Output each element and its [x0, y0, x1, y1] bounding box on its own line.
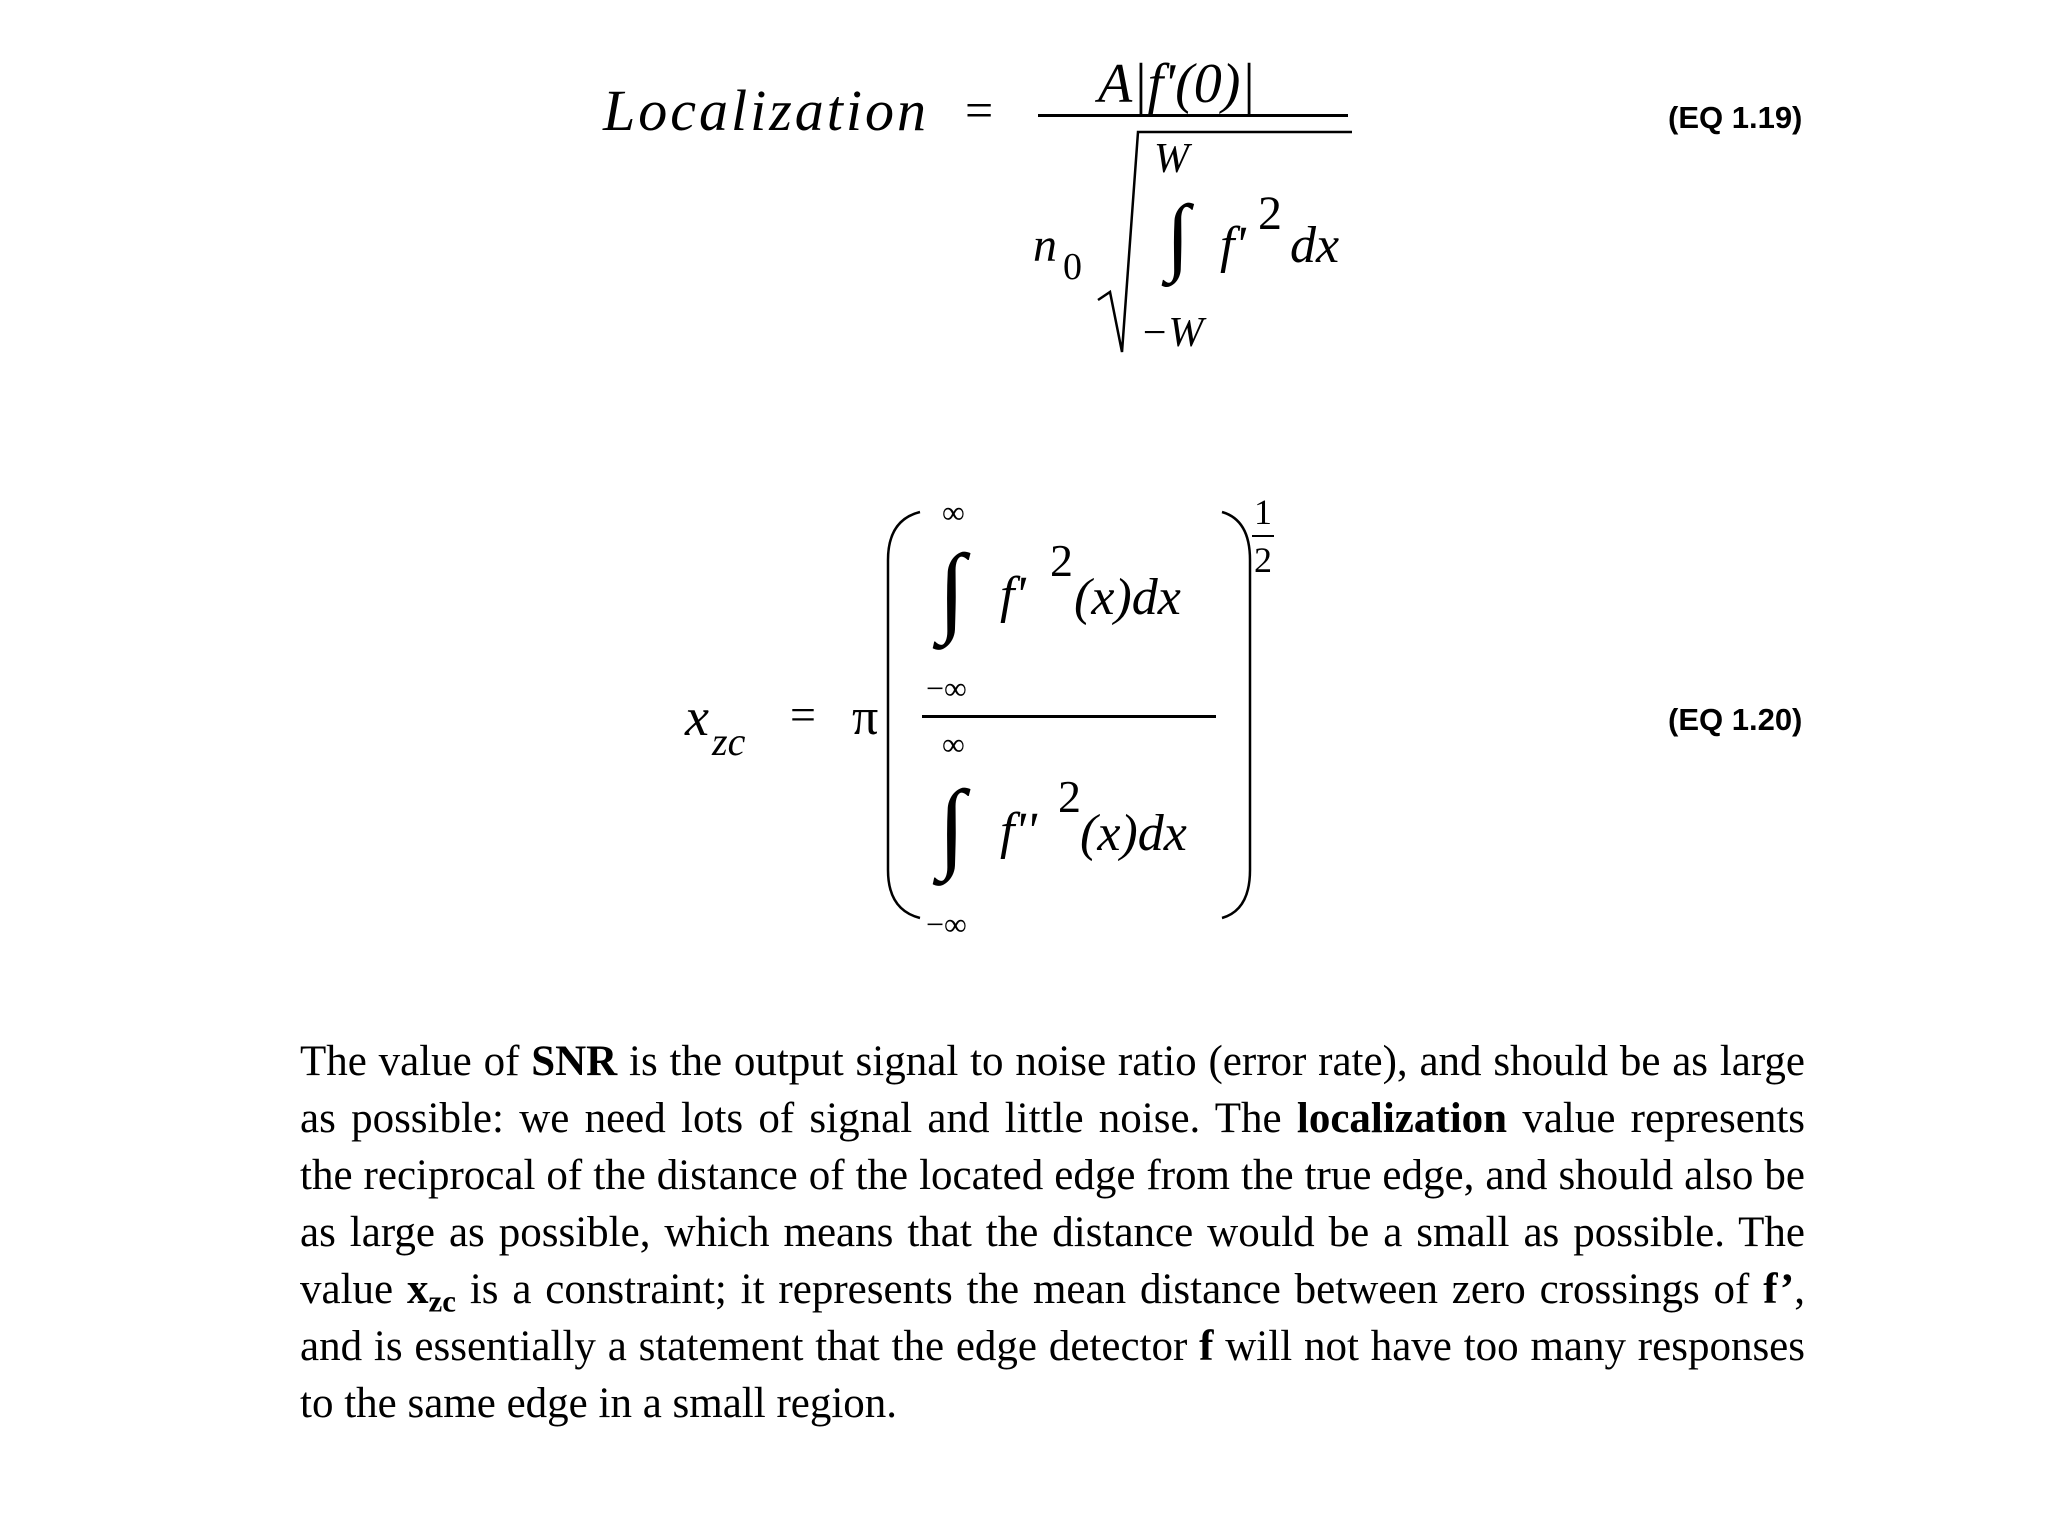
eq120-top-exp: 2	[1050, 535, 1073, 586]
eq120-top-upper-limit: ∞	[942, 494, 965, 530]
eq119-label: (EQ 1.19)	[1668, 100, 1803, 135]
eq119-denom-coef-sub: 0	[1063, 246, 1082, 288]
eq119-numerator: A|f'(0)|	[1098, 53, 1256, 115]
eq119-equals: =	[965, 82, 994, 138]
eq120-exp-numerator: 1	[1254, 492, 1272, 532]
eq120-pi: π	[852, 689, 879, 746]
eq120-equals: =	[790, 689, 816, 740]
para-term-localization: localization	[1296, 1095, 1508, 1142]
eq120-bottom-lower-limit: −∞	[926, 906, 967, 942]
para-text-4: is a constraint; it represents the mean …	[455, 1266, 1764, 1313]
eq120-exp-denominator: 2	[1254, 540, 1272, 580]
eq119-denom-coef: n	[1033, 219, 1057, 272]
para-term-xzc-sub: zc	[428, 1283, 456, 1319]
para-text-6: will not have too many responses to the …	[300, 1323, 1805, 1427]
eq120-exp-fraction-bar	[1252, 535, 1274, 537]
eq120-bottom-integral-sign: ∫	[938, 770, 966, 881]
eq120-top-lower-limit: −∞	[926, 670, 967, 706]
para-term-fprime: f’	[1763, 1266, 1795, 1313]
eq120-bottom-exp: 2	[1058, 771, 1081, 822]
eq119-integral-sign: ∫	[1166, 187, 1190, 283]
eq120-top-arg: (x)dx	[1074, 569, 1181, 626]
eq120-lhs: x	[685, 687, 709, 747]
eq119-upper-limit: W	[1154, 136, 1189, 182]
eq120-fraction-bar	[922, 715, 1216, 718]
body-paragraph: The value of SNR is the output signal to…	[300, 1033, 1805, 1432]
para-text-2: is the output signal to noise ratio (err…	[300, 1038, 1805, 1142]
eq120-top-integral-sign: ∫	[938, 534, 966, 645]
eq120-top-fn: f'	[1000, 567, 1026, 624]
para-term-xzc-base: x	[406, 1266, 429, 1313]
para-text-5: , and is essentially a statement that th…	[300, 1266, 1805, 1370]
para-term-snr: SNR	[531, 1038, 618, 1085]
eq120-label: (EQ 1.20)	[1668, 702, 1803, 737]
para-text-3: value represents the reciprocal of the d…	[300, 1095, 1805, 1313]
para-text-1: The value of	[300, 1038, 532, 1085]
eq119-integrand-dx: dx	[1290, 217, 1340, 274]
para-term-f: f	[1199, 1323, 1214, 1370]
para-term-xzc: xzc	[406, 1266, 456, 1317]
eq120-lhs-sub: zc	[712, 719, 746, 764]
eq119-lhs: Localization	[603, 78, 930, 143]
eq120-bottom-fn: f''	[1000, 803, 1037, 860]
eq119-integrand-exp: 2	[1258, 187, 1282, 240]
eq119-lower-limit: −W	[1140, 310, 1204, 356]
eq120-bottom-arg: (x)dx	[1080, 805, 1187, 862]
eq120-bottom-upper-limit: ∞	[942, 726, 965, 762]
eq119-fraction-bar	[1038, 114, 1348, 117]
eq119-integrand-fn: f'	[1220, 217, 1246, 274]
